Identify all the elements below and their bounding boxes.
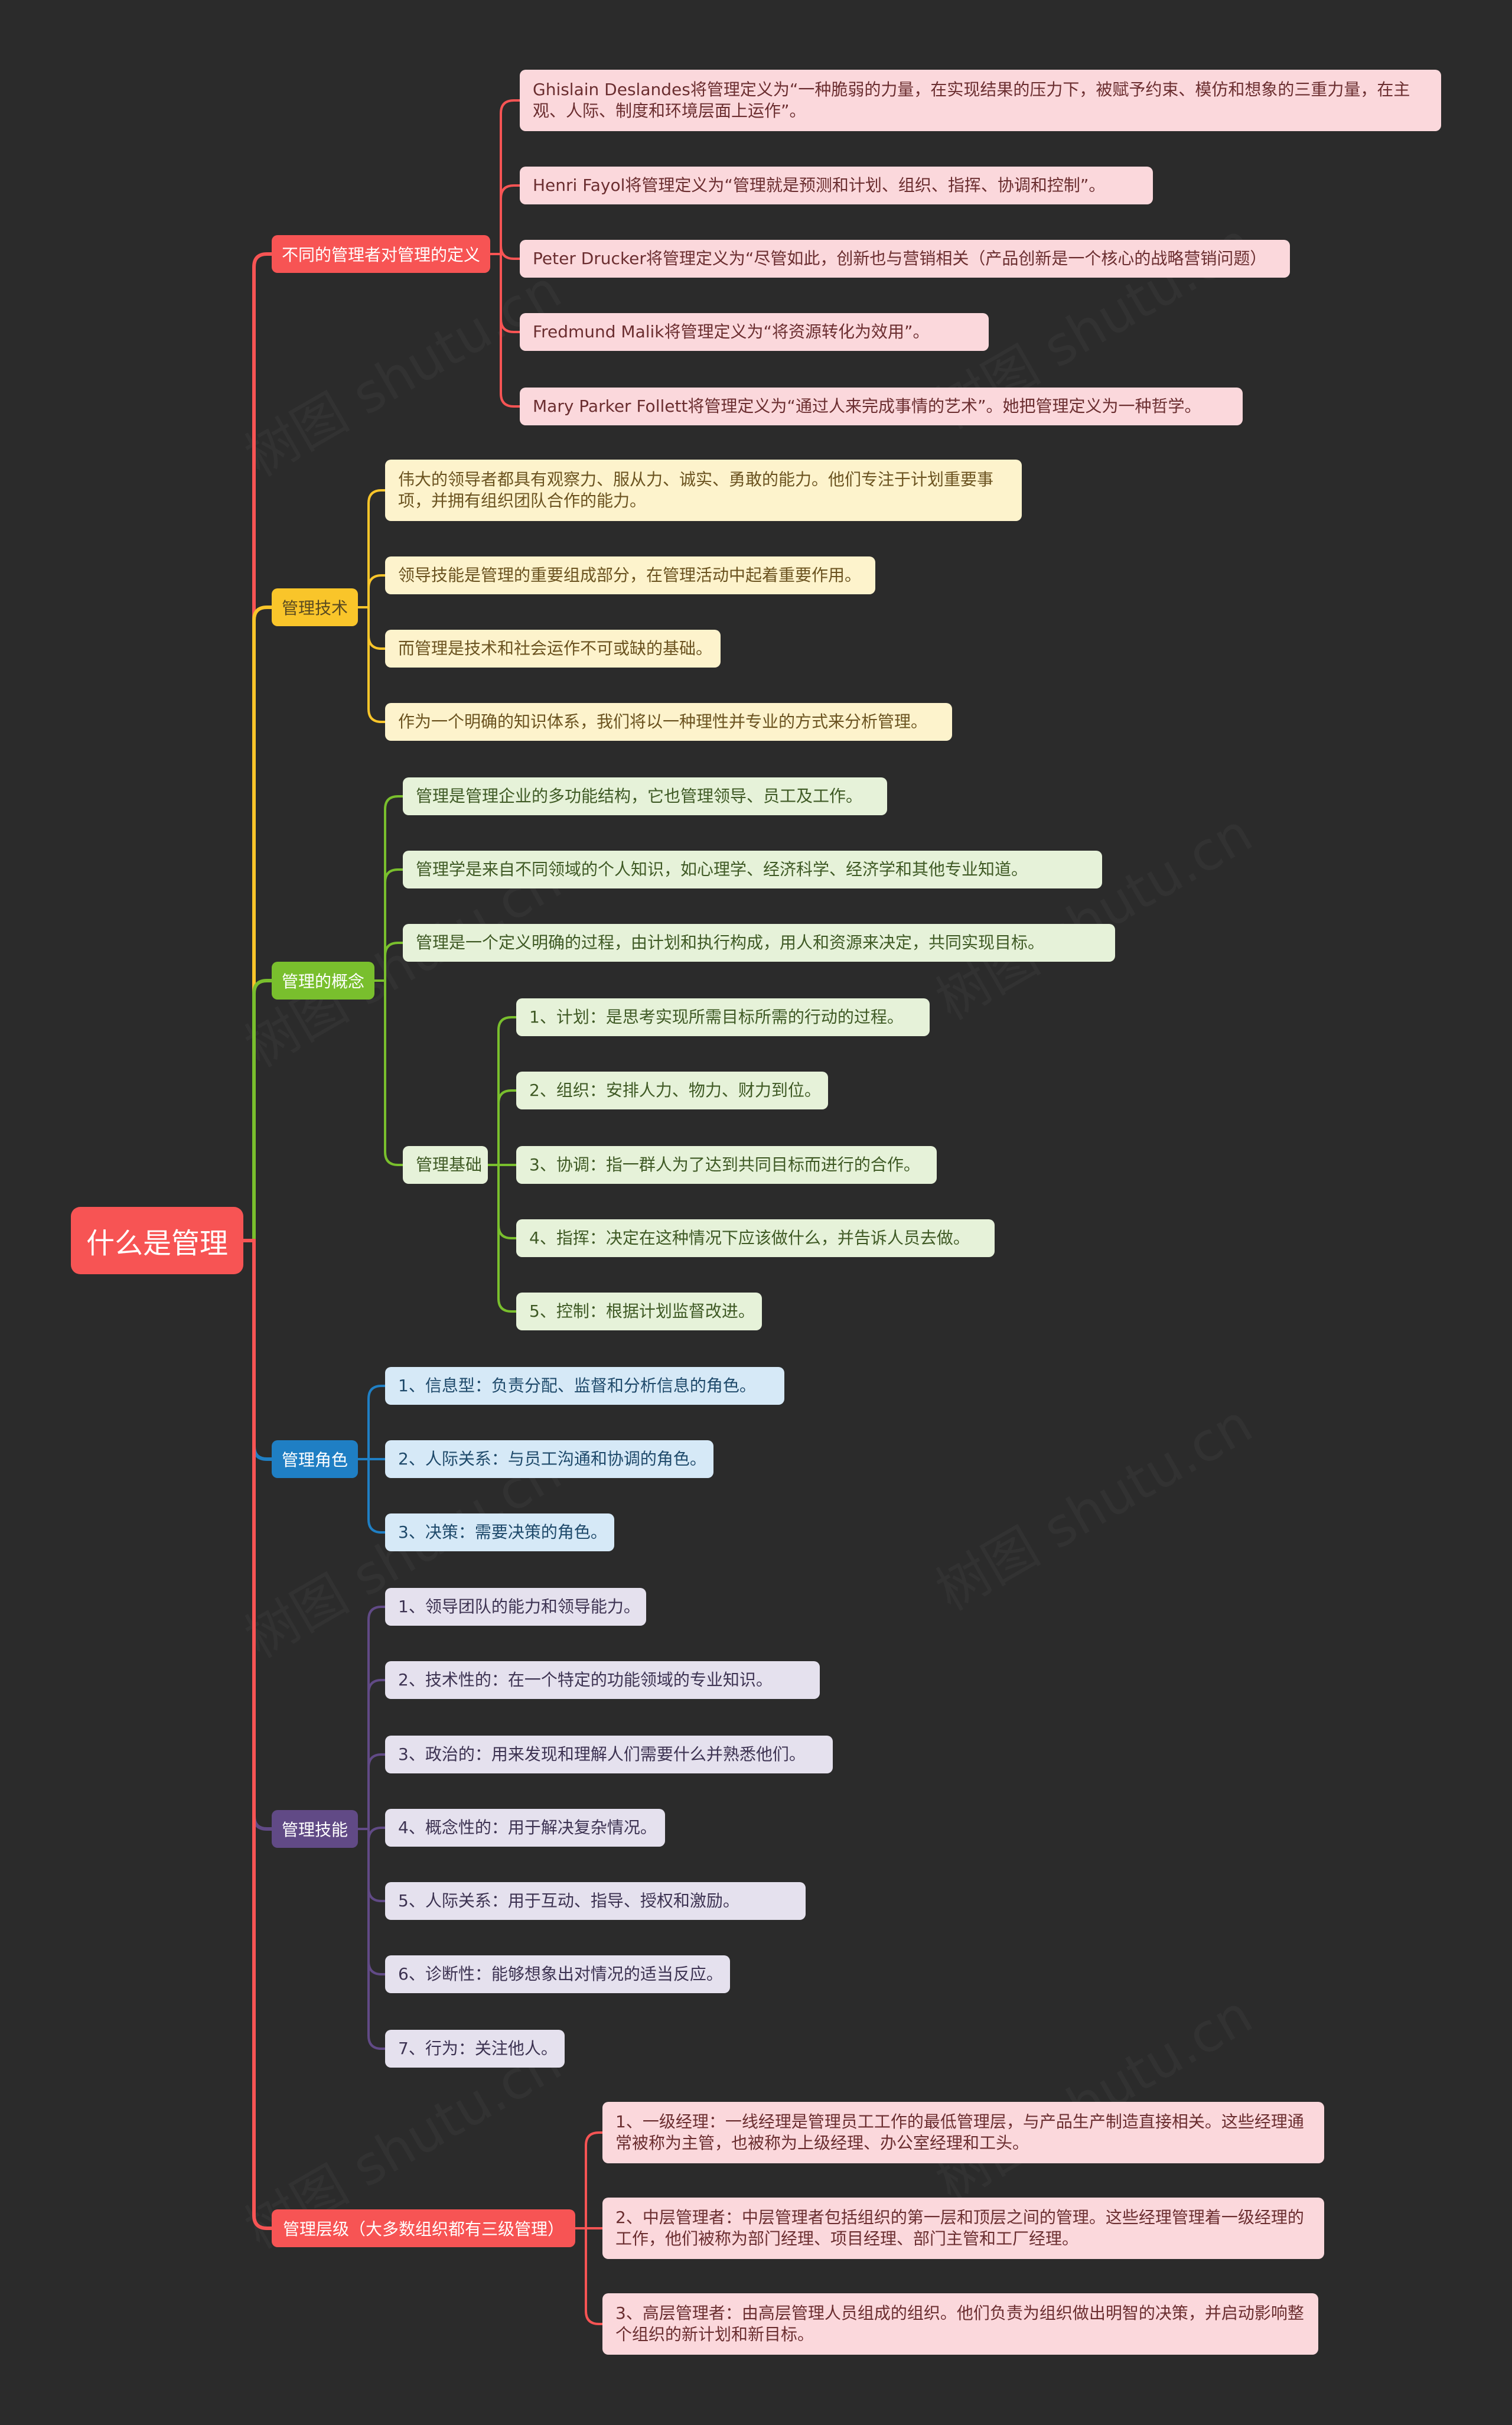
leaf-concept-structure[interactable]: 管理是管理企业的多功能结构，它也管理领导、员工及工作。 [403, 777, 887, 815]
leaf-basics-planning[interactable]: 1、计划：是思考实现所需目标所需的行动的过程。 [516, 998, 930, 1036]
branch-management-skills[interactable]: 管理技能 [272, 1810, 358, 1848]
leaf-basics-controlling[interactable]: 5、控制：根据计划监督改进。 [516, 1293, 762, 1330]
connector [489, 184, 521, 255]
connector [357, 1679, 386, 1830]
connector [357, 1458, 386, 1534]
branch-management-techniques[interactable]: 管理技术 [272, 588, 358, 626]
branch-management-levels[interactable]: 管理层级（大多数组织都有三级管理） [272, 2209, 575, 2247]
branch-definitions[interactable]: 不同的管理者对管理的定义 [272, 235, 490, 273]
leaf-skill-behavioral[interactable]: 7、行为：关注他人。 [385, 2030, 565, 2068]
connector [489, 253, 521, 333]
leaf-technique-foundation[interactable]: 而管理是技术和社会运作不可或缺的基础。 [385, 630, 721, 668]
leaf-level-first-line[interactable]: 1、一级经理：一线经理是管理员工工作的最低管理层，与产品生产制造直接相关。这些经… [602, 2102, 1324, 2163]
connector [242, 979, 273, 1242]
connector [487, 1164, 517, 1313]
leaf-role-interpersonal[interactable]: 2、人际关系：与员工沟通和协调的角色。 [385, 1440, 713, 1478]
connector [242, 606, 273, 1242]
connector [489, 99, 521, 255]
connector [373, 868, 404, 982]
leaf-concept-process[interactable]: 管理是一个定义明确的过程，由计划和执行构成，用人和资源来决定，共同实现目标。 [403, 924, 1115, 962]
connector [357, 1753, 386, 1830]
leaf-technique-knowledge-system[interactable]: 作为一个明确的知识体系，我们将以一种理性并专业的方式来分析管理。 [385, 703, 952, 741]
leaf-technique-leaders[interactable]: 伟大的领导者都具有观察力、服从力、诚实、勇敢的能力。他们专注于计划重要事项，并拥… [385, 460, 1022, 521]
leaf-definition-fayol[interactable]: Henri Fayol将管理定义为“管理就是预测和计划、组织、指挥、协调和控制”… [520, 167, 1153, 204]
leaf-definition-follett[interactable]: Mary Parker Follett将管理定义为“通过人来完成事情的艺术”。她… [520, 388, 1243, 425]
leaf-concept-knowledge[interactable]: 管理学是来自不同领域的个人知识，如心理学、经济科学、经济学和其他专业知道。 [403, 851, 1102, 888]
connector [489, 253, 521, 408]
connector [357, 1385, 386, 1460]
connector [357, 606, 386, 650]
leaf-role-informational[interactable]: 1、信息型：负责分配、监督和分析信息的角色。 [385, 1367, 784, 1405]
leaf-skill-political[interactable]: 3、政治的：用来发现和理解人们需要什么并熟悉他们。 [385, 1736, 833, 1773]
connector [357, 1828, 386, 2050]
leaf-skill-interpersonal[interactable]: 5、人际关系：用于互动、指导、授权和激励。 [385, 1882, 806, 1920]
leaf-technique-leadership-skill[interactable]: 领导技能是管理的重要组成部分，在管理活动中起着重要作用。 [385, 556, 875, 594]
leaf-definition-malik[interactable]: Fredmund Malik将管理定义为“将资源转化为效用”。 [520, 313, 989, 351]
connector [357, 1606, 386, 1830]
connector [373, 795, 404, 982]
leaf-definition-deslandes[interactable]: Ghislain Deslandes将管理定义为“一种脆弱的力量，在实现结果的压… [520, 70, 1441, 131]
connector [489, 245, 521, 260]
leaf-skill-diagnostic[interactable]: 6、诊断性：能够想象出对情况的适当反应。 [385, 1955, 730, 1993]
connector [487, 1164, 517, 1239]
connector [242, 1239, 273, 1461]
sub-branch-management-basics[interactable]: 管理基础 [403, 1146, 488, 1184]
connector [487, 1016, 517, 1166]
connector [357, 606, 386, 723]
connector [357, 489, 386, 608]
leaf-skill-conceptual[interactable]: 4、概念性的：用于解决复杂情况。 [385, 1809, 665, 1847]
leaf-definition-drucker[interactable]: Peter Drucker将管理定义为“尽管如此，创新也与营销相关（产品创新是一… [520, 240, 1290, 278]
root-topic[interactable]: 什么是管理 [71, 1207, 243, 1274]
leaf-basics-organizing[interactable]: 2、组织：安排人力、物力、财力到位。 [516, 1072, 828, 1109]
leaf-skill-team-leading[interactable]: 1、领导团队的能力和领导能力。 [385, 1588, 646, 1626]
leaf-skill-technical[interactable]: 2、技术性的：在一个特定的功能领域的专业知识。 [385, 1661, 820, 1699]
leaf-basics-directing[interactable]: 4、指挥：决定在这种情况下应该做什么，并告诉人员去做。 [516, 1219, 995, 1257]
connector [357, 1828, 386, 1902]
leaf-role-decisional[interactable]: 3、决策：需要决策的角色。 [385, 1513, 614, 1551]
leaf-basics-coordinating[interactable]: 3、协调：指一群人为了达到共同目标而进行的合作。 [516, 1146, 937, 1184]
connector [357, 574, 386, 608]
connector [373, 942, 404, 982]
connector [242, 1239, 273, 2230]
connector [373, 979, 404, 1166]
branch-management-roles[interactable]: 管理角色 [272, 1440, 358, 1478]
connector [574, 2227, 604, 2325]
connector [487, 1089, 517, 1166]
connector [242, 1239, 273, 1831]
connector [242, 252, 273, 1242]
connector [574, 2131, 604, 2229]
branch-management-concept[interactable]: 管理的概念 [272, 962, 374, 1000]
leaf-level-top[interactable]: 3、高层管理者：由高层管理人员组成的组织。他们负责为组织做出明智的决策，并启动影… [602, 2293, 1318, 2355]
leaf-level-middle[interactable]: 2、中层管理者：中层管理者包括组织的第一层和顶层之间的管理。这些经理管理着一级经… [602, 2198, 1324, 2259]
